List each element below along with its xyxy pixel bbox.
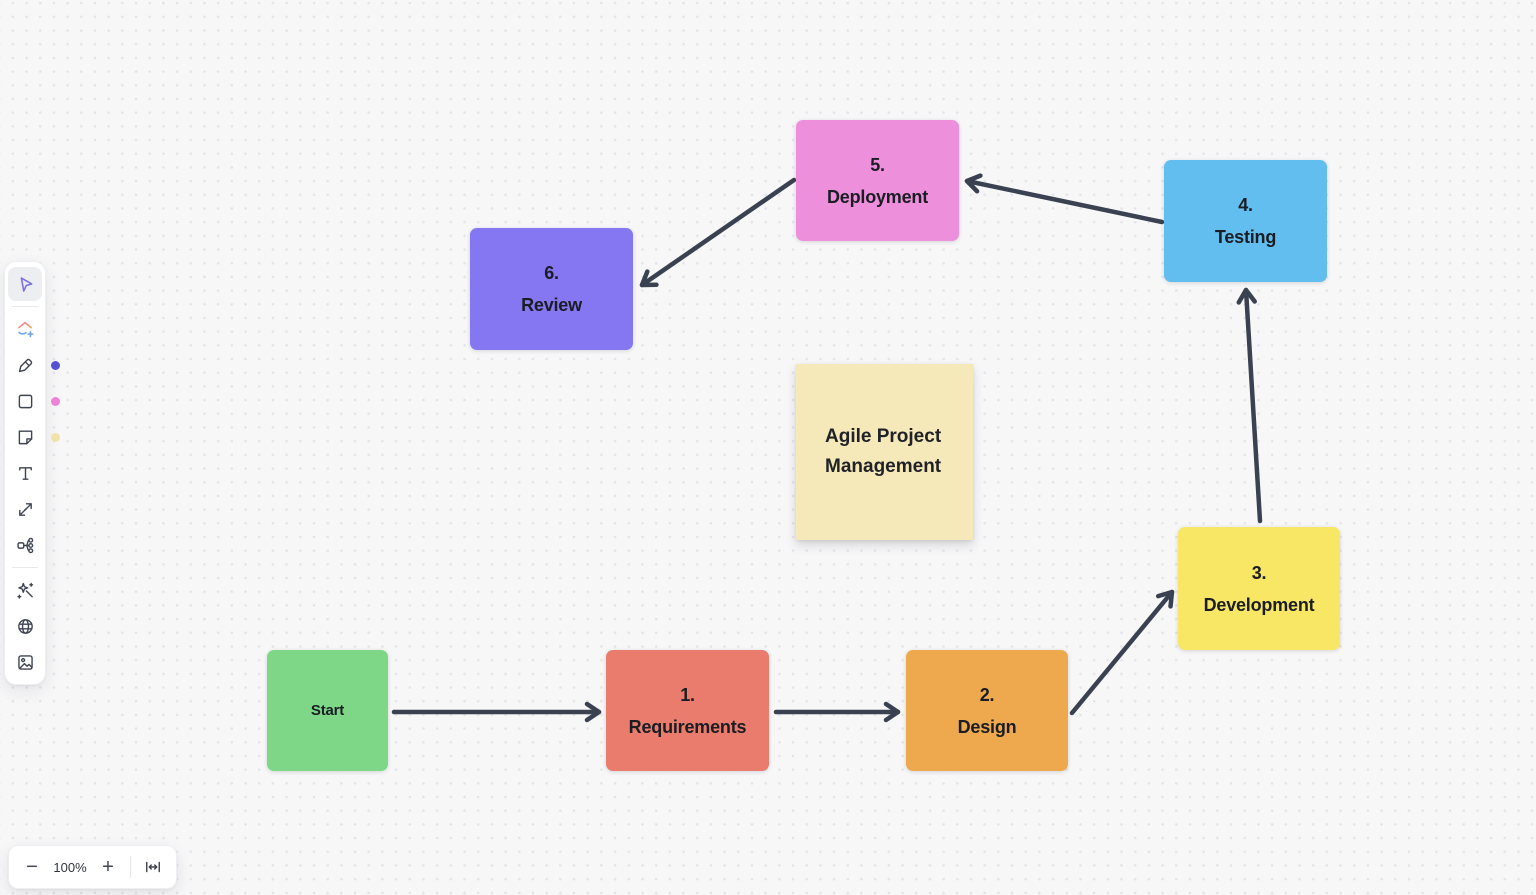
zoom-out-button[interactable]: − xyxy=(17,852,47,882)
zoom-level: 100% xyxy=(53,859,87,875)
tool-palette xyxy=(4,261,60,685)
shape-gallery-icon xyxy=(17,321,34,337)
tool-image[interactable] xyxy=(8,645,42,679)
shape-testing[interactable]: 4. Testing xyxy=(1164,160,1327,282)
shape-label: Requirements xyxy=(628,716,747,737)
sticky-note-text: Agile Project Management xyxy=(825,426,942,477)
zoom-toolbar-divider xyxy=(130,856,131,878)
zoom-toolbar: − 100% + xyxy=(8,845,177,889)
shape-number: 4. xyxy=(1238,195,1253,215)
shape-design[interactable]: 2. Design xyxy=(906,650,1068,771)
shape-label: Deployment xyxy=(826,186,929,207)
marker-icon xyxy=(18,358,32,372)
shape-number: 6. xyxy=(544,263,559,283)
tool-marker[interactable] xyxy=(8,348,60,382)
connector-design-to-development[interactable] xyxy=(1069,589,1175,716)
connector-deployment-to-review[interactable] xyxy=(639,177,797,288)
shape-label: Development xyxy=(1203,594,1315,615)
rectangle-icon xyxy=(18,394,32,408)
toolbar-divider xyxy=(12,306,38,307)
shape-color-dot xyxy=(51,397,60,406)
tool-shape-gallery[interactable] xyxy=(8,312,42,346)
zoom-in-button[interactable]: + xyxy=(93,852,123,882)
fit-width-icon xyxy=(146,861,160,873)
mind-map-icon xyxy=(16,537,33,553)
zoom-fit-button[interactable] xyxy=(138,852,168,882)
sticky-note-color-dot xyxy=(51,433,60,442)
connector-testing-to-deployment[interactable] xyxy=(964,173,1165,225)
text-icon xyxy=(18,466,32,480)
tool-shape[interactable] xyxy=(8,384,60,418)
shape-number: 3. xyxy=(1251,562,1267,583)
sticky-note-icon xyxy=(18,430,32,444)
shape-number: 2. xyxy=(979,684,995,705)
marker-color-dot xyxy=(51,361,60,370)
sticky-note-title[interactable]: Agile Project Management xyxy=(796,364,973,540)
tool-web[interactable] xyxy=(8,609,42,643)
tool-text[interactable] xyxy=(8,456,42,490)
shape-number: 5. xyxy=(870,154,885,175)
shape-label: Start xyxy=(310,701,345,719)
tool-sticky-note[interactable] xyxy=(8,420,60,454)
shape-label: Testing xyxy=(1214,227,1277,247)
shape-number: 1. xyxy=(680,684,695,705)
shape-review[interactable]: 6. Review xyxy=(470,228,633,350)
shape-deployment[interactable]: 5. Deployment xyxy=(796,120,959,241)
magic-wand-icon xyxy=(16,582,33,599)
tool-mind-map[interactable] xyxy=(8,528,42,562)
connector-development-to-testing[interactable] xyxy=(1236,287,1263,524)
connector-icon xyxy=(18,502,32,516)
shape-start[interactable]: Start xyxy=(267,650,388,771)
image-icon xyxy=(17,654,33,670)
cursor-icon xyxy=(20,276,32,292)
shape-requirements[interactable]: 1. Requirements xyxy=(606,650,769,771)
shape-development[interactable]: 3. Development xyxy=(1178,527,1340,650)
toolbar-divider xyxy=(12,567,38,568)
shape-label: Review xyxy=(521,295,582,315)
tool-connector[interactable] xyxy=(8,492,42,526)
shape-label: Design xyxy=(957,716,1017,737)
tool-select[interactable] xyxy=(8,267,42,301)
globe-icon xyxy=(17,618,33,634)
tool-ai-wand[interactable] xyxy=(8,573,42,607)
